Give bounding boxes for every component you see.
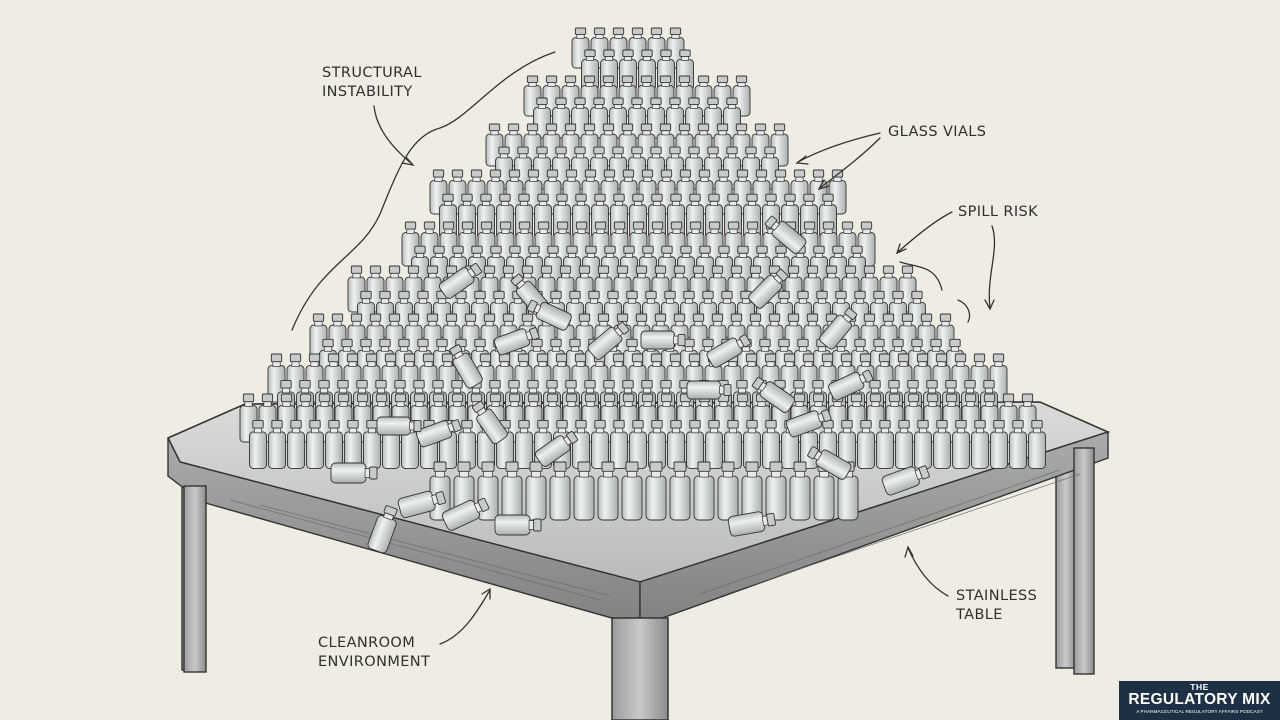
vial-icon [525,461,547,521]
vial-icon [344,419,362,469]
arrow-icon [897,211,953,253]
annotation-line: STAINLESS [956,588,1038,604]
logo-title: REGULATORY MIX [1128,691,1271,708]
arrow-icon [439,589,491,645]
vial-icon [727,511,776,537]
annotation-line: STRUCTURAL [322,65,422,81]
vial-icon [376,416,422,436]
annotation-line: GLASS VIALS [888,124,987,140]
vial-icon [952,419,970,469]
annotation-line: TABLE [956,607,1003,623]
annotation-glass-vials: GLASS VIALS [888,123,986,142]
vial-icon [693,461,715,521]
vial-icon [287,419,305,469]
vial-icon [629,419,647,469]
annotation-stainless-table: STAINLESS TABLE [956,587,1037,625]
vial-icon [686,419,704,469]
vial-icon [686,380,732,400]
vial-icon [268,419,286,469]
vial-icon [494,514,542,536]
vial-icon [751,376,796,413]
vial-icon [330,462,378,484]
annotation-line: INSTABILITY [322,84,413,100]
vial-icon [526,299,572,331]
vial-icon [881,465,930,496]
vial-icon [515,419,533,469]
vial-icon [534,430,579,467]
vial-icon [669,461,691,521]
vial-icon [645,461,667,521]
vial-icon [828,369,874,401]
annotation-line: CLEANROOM [318,635,416,651]
vial-icon [610,419,628,469]
vial-icon [724,419,742,469]
vial-icon [857,419,875,469]
vial-icon [621,461,643,521]
vial-icon [990,419,1008,469]
arrow-icon [819,137,881,189]
vial-icon [971,419,989,469]
vial-icon [397,490,446,519]
vial-icon [415,419,462,448]
vial-icon [493,327,540,356]
arrow-icon [907,547,949,597]
vial-icon [306,419,324,469]
vial-icon [819,307,858,350]
vial-icon [789,461,811,521]
vial-icon [573,461,595,521]
annotation-line: SPILL RISK [958,204,1039,220]
vial-icon [249,419,267,469]
arrow-icon [988,225,996,309]
vial-icon [587,321,630,360]
vial-icon [764,215,807,254]
vial-icon [438,262,483,299]
vial-icon [1009,419,1027,469]
vial-icon [471,400,508,445]
vial-icon [785,409,832,438]
podcast-logo: THE REGULATORY MIX A PHARMACEUTICAL REGU… [1119,681,1280,720]
vial-icon [549,461,571,521]
vial-icon [914,419,932,469]
annotation-cleanroom-environment: CLEANROOM ENVIRONMENT [318,634,430,672]
vial-icon [591,419,609,469]
vial-icon [1028,419,1046,469]
vial-icon [743,419,761,469]
annotation-line: ENVIRONMENT [318,654,431,670]
vial-icon [705,419,723,469]
vial-icon [765,461,787,521]
vial-icon [363,419,381,469]
vial-icon [748,268,789,309]
vial-icon [706,334,751,368]
vial-icon [667,419,685,469]
vial-icon [807,446,852,480]
annotation-structural-instability: STRUCTURAL INSTABILITY [322,64,422,102]
tumbled-vials [330,215,930,554]
vial-icon [640,330,686,350]
vial-icon [449,344,483,389]
annotation-spill-risk: SPILL RISK [958,203,1038,222]
arrow-icon [797,132,881,163]
vial-icon [895,419,913,469]
logo-tagline: A PHARMACEUTICAL REGULATORY AFFAIRS PODC… [1136,709,1263,714]
vial-icon [597,461,619,521]
vial-icon [441,497,490,531]
logo-line-the: THE [1190,682,1209,692]
bracket-line [291,51,556,331]
vial-icon [367,505,398,554]
vial-icon [876,419,894,469]
arrow-icon [373,105,413,165]
vial-icon [933,419,951,469]
